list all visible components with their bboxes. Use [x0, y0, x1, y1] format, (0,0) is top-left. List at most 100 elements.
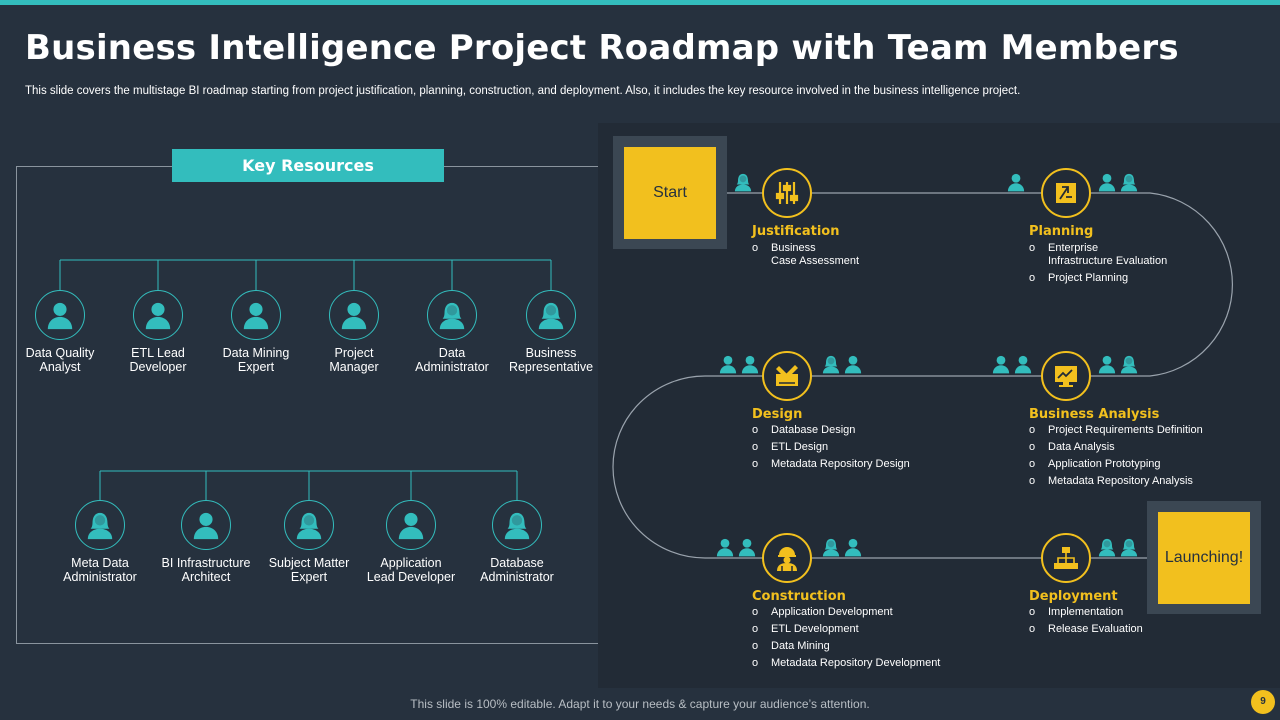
- list-item: Metadata Repository Design: [752, 458, 910, 471]
- male-user-icon: [740, 354, 760, 374]
- team-icon-group: [821, 354, 863, 374]
- team-icon-group: [715, 537, 757, 557]
- female-user-icon: [427, 290, 477, 340]
- female-user-icon: [1119, 537, 1139, 557]
- key-resources-title: Key Resources: [172, 149, 444, 182]
- team-icon-group: [1097, 172, 1139, 192]
- stage-title-deployment: Deployment: [1029, 589, 1118, 604]
- member-label: Business Representative: [508, 346, 594, 374]
- list-item: ETL Development: [752, 623, 940, 636]
- male-user-icon: [1013, 354, 1033, 374]
- member-data-mining-expert: Data Mining Expert: [201, 290, 311, 374]
- stage-list-design: Database Design ETL Design Metadata Repo…: [752, 424, 910, 475]
- female-user-icon: [492, 500, 542, 550]
- list-item: ETL Design: [752, 441, 910, 454]
- member-label: Application Lead Developer: [366, 556, 456, 584]
- member-label: Project Manager: [329, 346, 379, 374]
- list-item: Release Evaluation: [1029, 623, 1143, 636]
- member-business-representative: Business Representative: [496, 290, 606, 374]
- list-item: Project Requirements Definition: [1029, 424, 1203, 437]
- female-user-icon: [733, 172, 753, 192]
- member-meta-data-administrator: Meta Data Administrator: [45, 500, 155, 584]
- start-label: Start: [624, 146, 716, 239]
- analysis-monitor-icon: [1041, 351, 1091, 401]
- list-item: Application Prototyping: [1029, 458, 1203, 471]
- team-icon-group: [1097, 537, 1139, 557]
- male-user-icon: [737, 537, 757, 557]
- list-item: Metadata Repository Development: [752, 657, 940, 670]
- member-data-administrator: Data Administrator: [397, 290, 507, 374]
- list-item: Business Case Assessment: [752, 242, 859, 268]
- stage-title-business-analysis: Business Analysis: [1029, 407, 1160, 422]
- construction-worker-icon: [762, 533, 812, 583]
- stage-title-planning: Planning: [1029, 224, 1094, 239]
- team-icon-group: [1097, 354, 1139, 374]
- male-user-icon: [231, 290, 281, 340]
- team-icon-group: [733, 172, 753, 192]
- member-data-quality-analyst: Data Quality Analyst: [5, 290, 115, 374]
- male-user-icon: [386, 500, 436, 550]
- member-subject-matter-expert: Subject Matter Expert: [254, 500, 364, 584]
- team-icon-group: [1006, 172, 1026, 192]
- list-item: Metadata Repository Analysis: [1029, 475, 1203, 488]
- male-user-icon: [133, 290, 183, 340]
- male-user-icon: [843, 537, 863, 557]
- female-user-icon: [1097, 537, 1117, 557]
- team-icon-group: [821, 537, 863, 557]
- female-user-icon: [821, 354, 841, 374]
- blueprint-icon: [1041, 168, 1091, 218]
- member-database-administrator: Database Administrator: [462, 500, 572, 584]
- stage-list-business-analysis: Project Requirements Definition Data Ana…: [1029, 424, 1203, 492]
- male-user-icon: [329, 290, 379, 340]
- org-connector-lines: [59, 259, 552, 500]
- list-item: Enterprise Infrastructure Evaluation: [1029, 242, 1167, 268]
- male-user-icon: [718, 354, 738, 374]
- network-hierarchy-icon: [1041, 533, 1091, 583]
- sliders-icon: [762, 168, 812, 218]
- design-tools-icon: [762, 351, 812, 401]
- member-label: Data Administrator: [415, 346, 489, 374]
- list-item: Implementation: [1029, 606, 1143, 619]
- female-user-icon: [75, 500, 125, 550]
- member-label: Database Administrator: [480, 556, 554, 584]
- male-user-icon: [1097, 172, 1117, 192]
- list-item: Database Design: [752, 424, 910, 437]
- male-user-icon: [843, 354, 863, 374]
- member-etl-lead-developer: ETL Lead Developer: [103, 290, 213, 374]
- stage-title-justification: Justification: [752, 224, 840, 239]
- male-user-icon: [1097, 354, 1117, 374]
- start-box: Start: [613, 136, 727, 249]
- member-label: Subject Matter Expert: [268, 556, 350, 584]
- page-title: Business Intelligence Project Roadmap wi…: [25, 28, 1179, 68]
- team-icon-group: [991, 354, 1033, 374]
- member-label: ETL Lead Developer: [129, 346, 187, 374]
- male-user-icon: [991, 354, 1011, 374]
- stage-list-justification: Business Case Assessment: [752, 242, 859, 272]
- female-user-icon: [1119, 172, 1139, 192]
- member-bi-infrastructure-architect: BI Infrastructure Architect: [151, 500, 261, 584]
- list-item: Data Analysis: [1029, 441, 1203, 454]
- female-user-icon: [284, 500, 334, 550]
- member-label: BI Infrastructure Architect: [161, 556, 251, 584]
- male-user-icon: [35, 290, 85, 340]
- page-subtitle: This slide covers the multistage BI road…: [25, 85, 1021, 97]
- member-project-manager: Project Manager: [299, 290, 409, 374]
- member-label: Data Mining Expert: [222, 346, 290, 374]
- female-user-icon: [526, 290, 576, 340]
- stage-title-design: Design: [752, 407, 803, 422]
- female-user-icon: [821, 537, 841, 557]
- stage-list-deployment: Implementation Release Evaluation: [1029, 606, 1143, 640]
- male-user-icon: [715, 537, 735, 557]
- page-number-badge: 9: [1251, 690, 1275, 714]
- top-accent-bar: [0, 0, 1280, 5]
- launching-label: Launching!: [1158, 511, 1250, 604]
- list-item: Data Mining: [752, 640, 940, 653]
- stage-list-construction: Application Development ETL Development …: [752, 606, 940, 674]
- launching-box: Launching!: [1147, 501, 1261, 614]
- list-item: Project Planning: [1029, 272, 1167, 285]
- list-item: Application Development: [752, 606, 940, 619]
- member-label: Meta Data Administrator: [63, 556, 137, 584]
- member-label: Data Quality Analyst: [25, 346, 95, 374]
- member-application-lead-developer: Application Lead Developer: [356, 500, 466, 584]
